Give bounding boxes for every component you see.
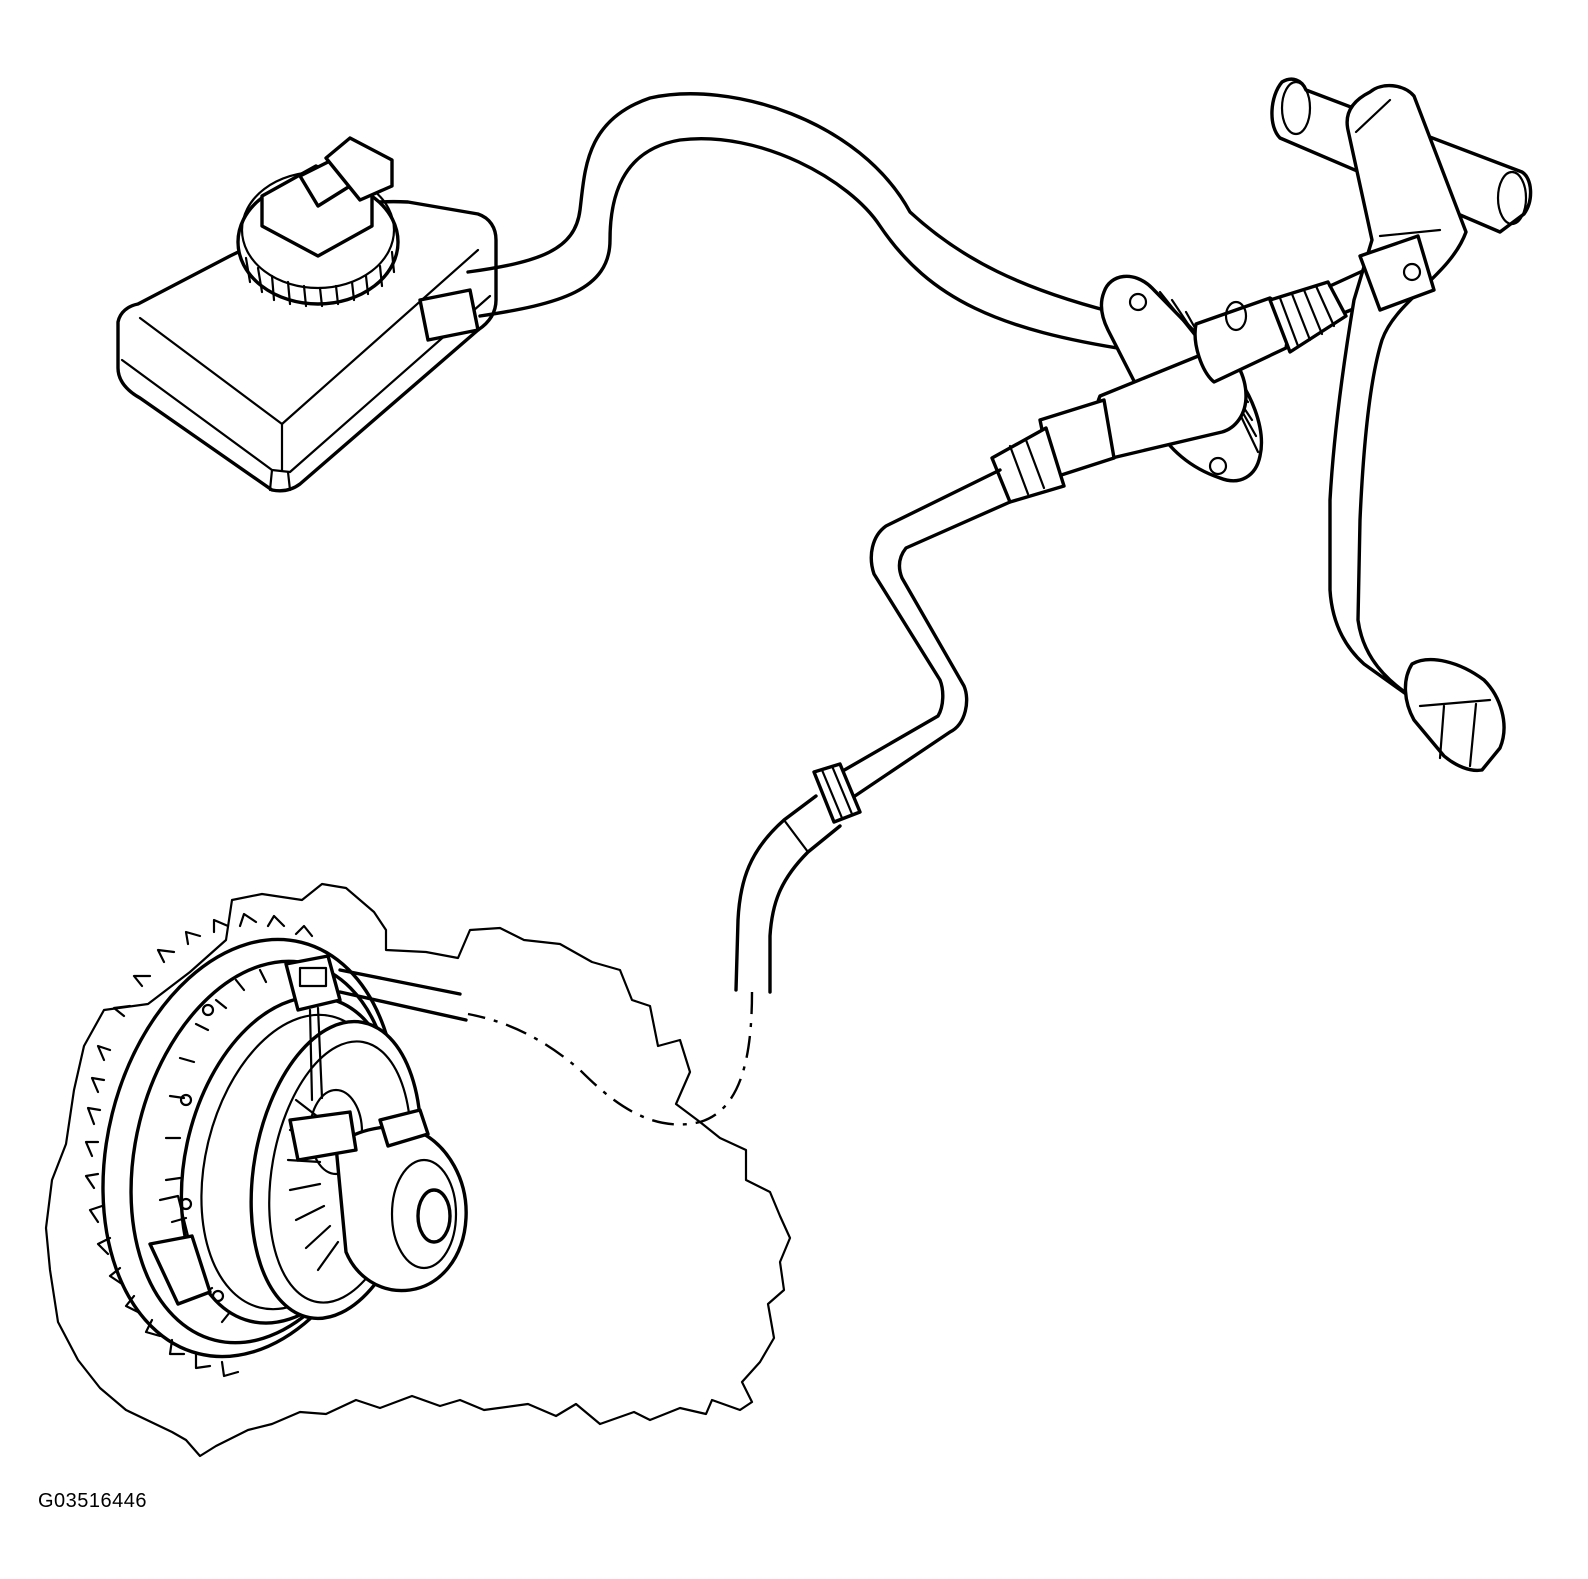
slave-cylinder-bleeder-fitting [286, 956, 466, 1100]
concentric-slave-cylinder [290, 1110, 466, 1291]
hydraulic-pressure-line [468, 470, 1010, 1124]
clutch-master-cylinder [992, 276, 1287, 502]
fluid-reservoir [118, 202, 496, 491]
figure-id-label: G03516446 [38, 1490, 148, 1512]
reservoir-feed-hose [468, 94, 1130, 350]
reservoir-cap [238, 138, 398, 306]
release-fork-arm [150, 1196, 210, 1304]
transmission-housing-outline [46, 884, 790, 1456]
clutch-pedal [1272, 79, 1531, 770]
